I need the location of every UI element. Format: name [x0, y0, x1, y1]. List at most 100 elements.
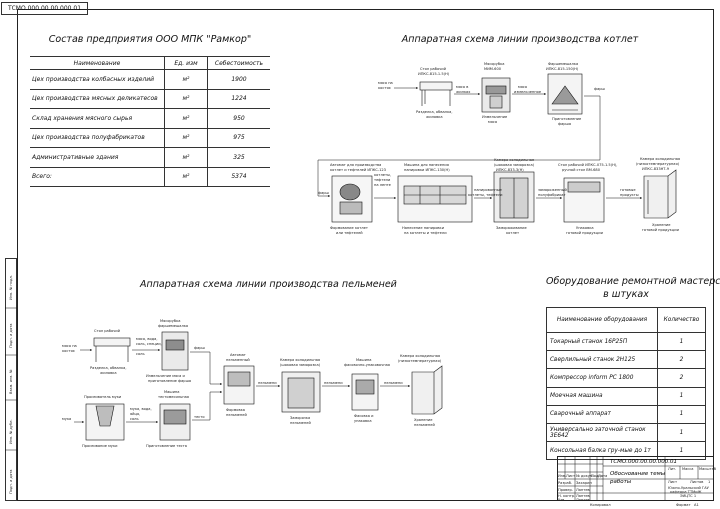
- lbl: котлеты, тефтели: [468, 193, 503, 197]
- side-s3: Взам. инв. №: [9, 369, 13, 394]
- cell: Сверлильный станок 2Н125: [546, 350, 658, 370]
- side-strip-texts: Инв. № подл. Подп. и дата Взам. инв. № И…: [9, 275, 13, 494]
- lbl: мука: [62, 417, 71, 421]
- pelmeni-mincer: [161, 331, 189, 371]
- pelmeni-packer: [351, 373, 379, 411]
- cell: 1: [657, 422, 706, 443]
- lbl: Камера холодильная: [494, 158, 534, 162]
- header-name: Наименование: [30, 56, 165, 70]
- cutlet-packing-table: [563, 177, 605, 223]
- cell: 2: [657, 350, 706, 370]
- pelmeni-freezer: [281, 371, 321, 413]
- lbl: замороженный: [538, 188, 567, 192]
- lbl: мясо: [518, 85, 527, 89]
- cutlet-former: [331, 175, 373, 223]
- lbl: измельченное: [514, 90, 542, 94]
- lbl: Фаршемешалка: [548, 62, 578, 66]
- lbl: Упаковка: [576, 226, 594, 230]
- cell: 2: [657, 368, 706, 388]
- lbl: Измельчение мяса и: [146, 374, 186, 378]
- lbl: ручной стол ВМ-680: [562, 168, 601, 172]
- cell: Сварочный аппарат: [546, 404, 658, 424]
- lbl: котлеты,: [374, 173, 391, 177]
- cell: Токарный станок 16Р25П: [546, 331, 658, 352]
- lbl: соль: [130, 417, 139, 421]
- stamp-c5: Дата: [598, 474, 607, 478]
- lbl: ИПКС-815-1.5(Н): [418, 72, 450, 76]
- stamp-n1: Захарин: [576, 481, 592, 485]
- lbl: пельмени: [384, 381, 403, 385]
- cell: Всего:: [30, 167, 165, 187]
- stamp-title-2: работы: [609, 479, 632, 485]
- cutlet-labels: мясо на костях Стол рабочий ИПКС-815-1.5…: [318, 62, 680, 235]
- lbl: Камера холодильная: [640, 157, 680, 161]
- cutlet-breader: [397, 175, 473, 223]
- lbl: Автомат: [230, 353, 246, 357]
- lbl: МИМ-600: [484, 67, 502, 71]
- cell: 1: [657, 386, 706, 406]
- lbl: Нанесение панировки: [402, 226, 445, 230]
- cell: 325: [207, 147, 270, 168]
- lbl: тефтели: [374, 178, 391, 182]
- lbl: Формование котлет: [330, 226, 368, 230]
- stamp-sheet: Лист: [668, 480, 677, 484]
- lbl: мука, вода,: [130, 407, 152, 411]
- lbl: соль, специи,: [136, 342, 162, 346]
- lbl: панировки ИПКС-130(Н): [404, 168, 450, 172]
- header-cost: Себестоимость: [207, 56, 270, 70]
- cell: м²: [164, 89, 208, 109]
- lbl: фарш: [594, 87, 605, 91]
- lbl: или тефтелей: [336, 231, 363, 235]
- lbl: фасовочно-упаковочная: [344, 363, 390, 367]
- drawing-frame: [17, 9, 714, 501]
- stamp-mass: Масса: [682, 467, 693, 471]
- cell: м²: [164, 128, 208, 148]
- cell: 1: [657, 404, 706, 424]
- pelmeni-automat: [223, 365, 255, 405]
- lbl: Приготовление: [552, 117, 582, 121]
- cutlet-cold-room: [643, 169, 677, 219]
- stamp-copied: Копировал: [590, 503, 611, 507]
- lbl: Хранение: [414, 418, 433, 422]
- pelmeni-work-table: [93, 337, 131, 362]
- lbl: Просеиватель муки: [84, 395, 122, 399]
- lbl: готовые: [620, 188, 636, 192]
- stamp-format-val: А1: [694, 503, 699, 507]
- pelmeni-dough-mixer: [159, 403, 191, 441]
- lbl: фаршемешалка: [158, 324, 188, 328]
- lbl: пельмени: [258, 381, 277, 385]
- lbl: пельменей: [290, 421, 311, 425]
- lbl: Просеивание муки: [82, 444, 118, 448]
- lbl: Фасовка и: [354, 414, 374, 418]
- stamp-lines: [557, 456, 714, 501]
- side-s4: Инв. № дубл.: [9, 419, 13, 444]
- stamp-r1: Разраб.: [558, 481, 572, 485]
- lbl: панированные: [474, 188, 503, 192]
- header-unit: Ед. изм: [164, 56, 208, 70]
- cell: 975: [207, 128, 270, 148]
- stamp-title-1: Обоснование темы: [610, 471, 666, 477]
- lbl: мясо на: [62, 344, 77, 348]
- stamp-r2: Провер.: [558, 488, 573, 492]
- title-block: [557, 456, 714, 501]
- table-header-row: Наименование Ед. изм Себестоимость: [30, 56, 270, 70]
- lbl: Заморозка: [290, 416, 310, 420]
- equipment-title-1: Оборудование ремонтной мастерской: [546, 276, 720, 287]
- lbl: (шоковая заморозка): [280, 363, 321, 367]
- cell: м²: [164, 108, 208, 129]
- lbl: пельмени: [324, 381, 343, 385]
- stamp-r3: Н. контр.: [558, 494, 575, 498]
- stamp-lit: Лит.: [668, 467, 676, 471]
- lbl: на ленте: [374, 183, 392, 187]
- cell: м²: [164, 69, 208, 90]
- lbl: костях: [378, 86, 392, 90]
- table-header-row: Наименование оборудования Количество: [546, 307, 706, 333]
